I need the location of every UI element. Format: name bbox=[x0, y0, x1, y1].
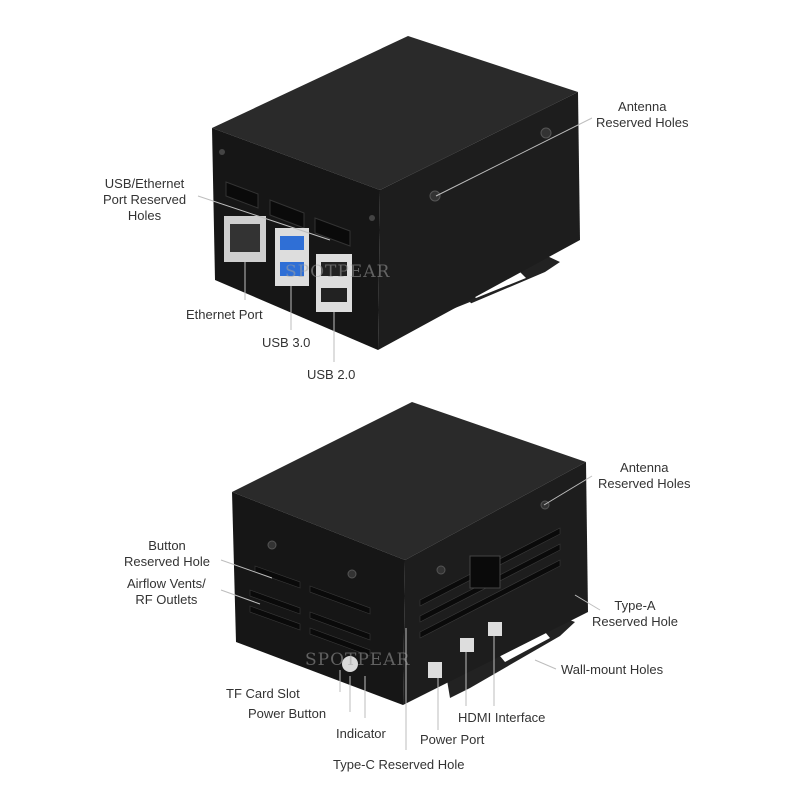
top-case-lid bbox=[212, 36, 578, 190]
top-antenna-hole-1 bbox=[540, 127, 552, 139]
top-case bbox=[212, 36, 580, 350]
hdmi-port-2-shape bbox=[488, 622, 502, 636]
top-screw-2 bbox=[369, 215, 375, 221]
top-leader-lines bbox=[197, 117, 593, 362]
airflow-vents-shape bbox=[249, 565, 371, 657]
label-usb3: USB 3.0 bbox=[262, 335, 311, 350]
typea-reserved-shape bbox=[469, 555, 501, 589]
label-typec-reserved: Type-C Reserved Hole bbox=[333, 757, 465, 772]
label-ethernet-port: Ethernet Port bbox=[186, 307, 263, 322]
label-typea-reserved: Type-A Reserved Hole bbox=[592, 598, 678, 629]
label-indicator: Indicator bbox=[336, 726, 386, 741]
watermark-bottom: SPOTPEAR bbox=[305, 650, 411, 670]
label-usb2: USB 2.0 bbox=[307, 367, 356, 382]
bottom-case bbox=[232, 402, 588, 705]
power-button-shape bbox=[342, 656, 358, 672]
label-power-button: Power Button bbox=[248, 706, 327, 721]
power-port-shape bbox=[428, 662, 442, 678]
label-bottom-antenna: Antenna Reserved Holes bbox=[598, 460, 691, 491]
top-case-side bbox=[378, 92, 580, 350]
watermark-top: SPOTPEAR bbox=[285, 262, 391, 282]
label-wall-mount: Wall-mount Holes bbox=[561, 662, 664, 677]
label-tf-card: TF Card Slot bbox=[226, 686, 300, 701]
label-hdmi: HDMI Interface bbox=[458, 710, 546, 725]
label-airflow: Airflow Vents/ RF Outlets bbox=[127, 576, 206, 607]
bottom-case-lid bbox=[232, 402, 586, 560]
top-screw-1 bbox=[219, 149, 225, 155]
label-power-port: Power Port bbox=[420, 732, 485, 747]
label-usb-ethernet-reserved: USB/Ethernet Port Reserved Holes bbox=[103, 176, 187, 223]
bottom-leader-lines bbox=[220, 475, 601, 750]
hdmi-port-1-shape bbox=[460, 638, 474, 652]
label-top-antenna: Antenna Reserved Holes bbox=[596, 99, 689, 130]
top-antenna-hole-2 bbox=[429, 190, 441, 202]
label-button-reserved: Button Reserved Hole bbox=[124, 538, 210, 569]
